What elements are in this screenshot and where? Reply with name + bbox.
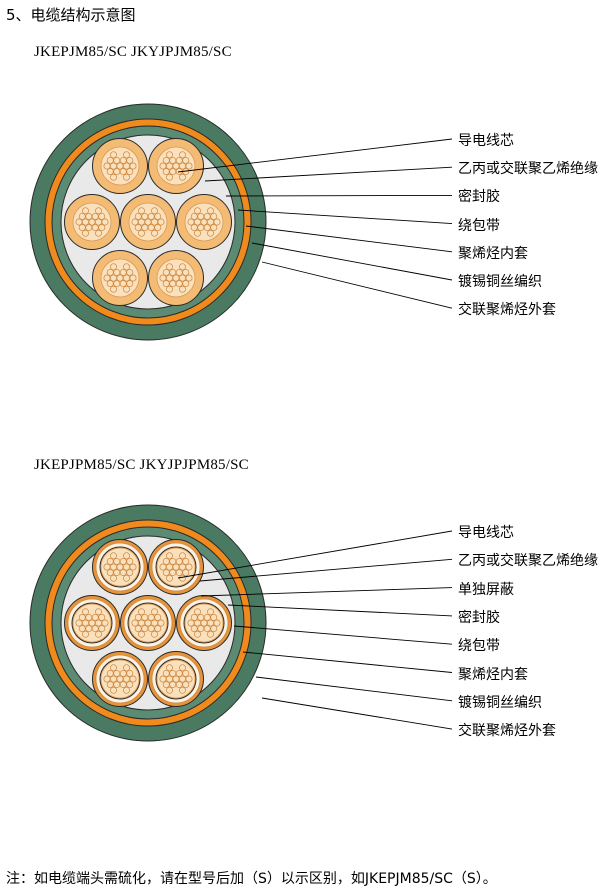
layer-label-2-2: 单独屏蔽: [458, 581, 514, 598]
layer-label-1-4: 聚烯烃内套: [458, 245, 528, 262]
layer-label-2-7: 交联聚烯烃外套: [458, 723, 556, 740]
layer-label-2-1: 乙丙或交联聚乙烯绝缘: [458, 553, 598, 570]
footnote: 注：如电缆端头需硫化，请在型号后加（S）以示区别，如JKEPJM85/SC（S）…: [6, 871, 497, 887]
model-label-1: JKEPJM85/SC JKYJPJM85/SC: [34, 44, 232, 60]
layer-label-1-6: 交联聚烯烃外套: [458, 302, 556, 319]
leader-line-2-1: [199, 558, 453, 582]
leader-line-2-5: [242, 651, 453, 673]
model-label-2: JKEPJPM85/SC JKYJPJPM85/SC: [34, 457, 249, 473]
leader-line-1-4: [245, 225, 453, 253]
layer-label-1-2: 密封胶: [458, 189, 500, 206]
leader-line-1-0: [177, 138, 453, 173]
leader-line-2-3: [227, 604, 453, 617]
leader-line-2-6: [255, 676, 453, 702]
leader-line-2-2: [200, 587, 453, 597]
section-heading: 5、电缆结构示意图: [6, 6, 136, 24]
layer-label-2-5: 聚烯烃内套: [458, 666, 528, 683]
layer-label-2-3: 密封胶: [458, 609, 500, 626]
layer-label-1-3: 绕包带: [458, 217, 500, 234]
leader-line-2-0: [177, 530, 453, 579]
leader-line-2-7: [261, 697, 453, 730]
leader-line-2-4: [233, 625, 453, 645]
leader-line-1-1: [204, 166, 453, 182]
leader-line-1-6: [261, 261, 453, 309]
leader-line-1-3: [237, 209, 453, 225]
layer-label-2-6: 镀锡铜丝编织: [458, 694, 542, 711]
layer-label-2-0: 导电线芯: [458, 525, 514, 541]
layer-label-1-0: 导电线芯: [458, 133, 514, 149]
layer-label-1-1: 乙丙或交联聚乙烯绝缘: [458, 161, 598, 178]
leader-line-1-5: [251, 242, 453, 281]
layer-label-2-4: 绕包带: [458, 638, 500, 655]
leader-line-1-2: [225, 194, 453, 197]
layer-label-1-5: 镀锡铜丝编织: [458, 274, 542, 290]
